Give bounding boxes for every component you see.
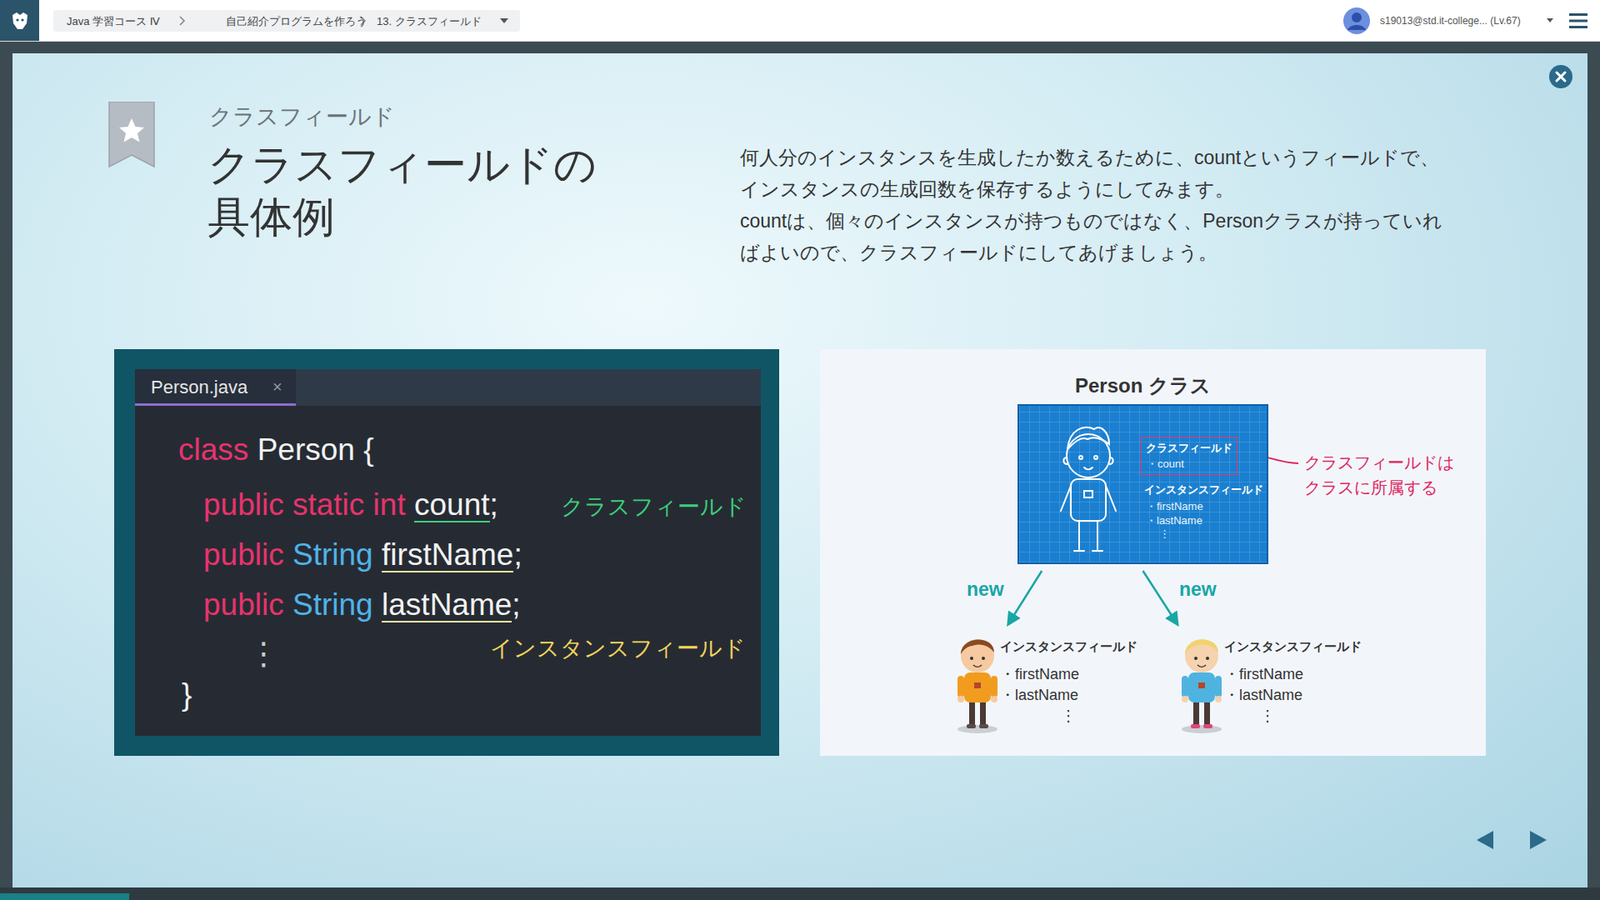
field-item: ・firstName <box>1224 664 1304 685</box>
breadcrumb-item: 自己紹介プログラムを作ろう <box>225 14 367 30</box>
code-token: lastName <box>381 589 512 623</box>
code-token: ⋮ <box>248 635 280 673</box>
description-text: 何人分のインスタンスを生成したか数えるために、countというフィールドで、イン… <box>740 141 1457 205</box>
instance-character <box>1176 630 1227 735</box>
tab-close: × <box>272 377 283 397</box>
blueprint-person <box>1050 417 1126 560</box>
code-token: ; <box>513 536 522 574</box>
callout-text: クラスフィールドは クラスに所属する <box>1304 450 1467 500</box>
user-avatar <box>1343 7 1370 35</box>
edge-label: new <box>1179 578 1217 601</box>
dropdown-caret <box>1546 18 1554 23</box>
code-line: classPerson { <box>178 431 375 469</box>
breadcrumb-chevron <box>178 15 187 26</box>
class-field-box: クラスフィールド・count <box>1140 436 1238 475</box>
field-heading: クラスフィールド <box>1145 440 1233 456</box>
instance-character <box>952 630 1003 735</box>
ellipsis: ⋮ <box>1159 527 1170 540</box>
new-arrow <box>1143 570 1178 625</box>
field-item: ・firstName <box>1000 664 1080 685</box>
nav-next <box>1526 829 1549 851</box>
bottom-strip <box>0 887 1600 900</box>
code-token: public <box>203 536 285 574</box>
nav-prev <box>1475 829 1497 851</box>
class-blueprint: Person クラスインスタンスフィールド・firstName・lastName… <box>1017 404 1269 565</box>
field-item: ・count <box>1146 456 1185 472</box>
instance: インスタンスフィールド・firstName・lastName⋮ <box>949 630 1143 735</box>
field-heading: インスタンスフィールド <box>1224 639 1362 655</box>
code-token: count <box>414 489 490 523</box>
tab-label: Person.java <box>150 376 248 399</box>
code-token: String <box>292 586 374 624</box>
field-item: ・lastName <box>1224 685 1303 705</box>
edge-label: new <box>966 578 1005 601</box>
ellipsis: ⋮ <box>1260 706 1275 725</box>
code-line: } <box>181 676 192 714</box>
code-annotation: インスタンスフィールド <box>490 633 746 664</box>
code-token: } <box>181 676 192 714</box>
new-arrow <box>1008 570 1042 625</box>
field-heading: インスタンスフィールド <box>1144 482 1264 498</box>
code-token: ; <box>511 586 520 624</box>
user-name: s19013@std.it-college... (Lv.67) <box>1380 15 1521 27</box>
description-block: 何人分のインスタンスを生成したか数えるために、countというフィールドで、イン… <box>740 141 1457 269</box>
code-line: ⋮ <box>248 635 280 673</box>
slide-title: クラスフィールドの 具体例 <box>207 138 600 244</box>
code-token: public static int <box>203 486 406 524</box>
code-token: ; <box>490 486 499 524</box>
field-item: ・lastName <box>1000 685 1079 705</box>
ellipsis: ⋮ <box>1060 706 1076 725</box>
code-line: public static intcount; <box>203 486 499 524</box>
code-token: String <box>292 536 374 574</box>
breadcrumb-item: 13. クラスフィールド <box>376 14 482 30</box>
code-token: public <box>203 586 285 624</box>
code-token: firstName <box>381 539 514 573</box>
class-name-heading: Person クラス <box>1019 372 1267 400</box>
code-line: publicStringlastName; <box>203 586 521 624</box>
field-item: ・lastName <box>1145 513 1203 529</box>
code-token: Person { <box>257 431 375 469</box>
description-text: countは、個々のインスタンスが持つものではなく、Personクラスが持ってい… <box>740 205 1457 269</box>
bookmark-icon <box>107 101 156 169</box>
code-line: publicStringfirstName; <box>203 536 523 574</box>
close-button <box>1548 64 1574 90</box>
field-heading: インスタンスフィールド <box>1000 639 1138 655</box>
code-annotation: クラスフィールド <box>560 491 747 522</box>
code-token: class <box>178 431 249 469</box>
instance: インスタンスフィールド・firstName・lastName⋮ <box>1173 630 1374 735</box>
logo-icon <box>9 10 31 32</box>
section-label: クラスフィールド <box>209 101 395 132</box>
progress-bar <box>0 893 130 900</box>
dropdown-caret <box>500 18 509 24</box>
menu-icon <box>1569 12 1588 30</box>
breadcrumb-item: Java 学習コース Ⅳ <box>66 14 160 30</box>
field-item: ・firstName <box>1145 499 1204 515</box>
